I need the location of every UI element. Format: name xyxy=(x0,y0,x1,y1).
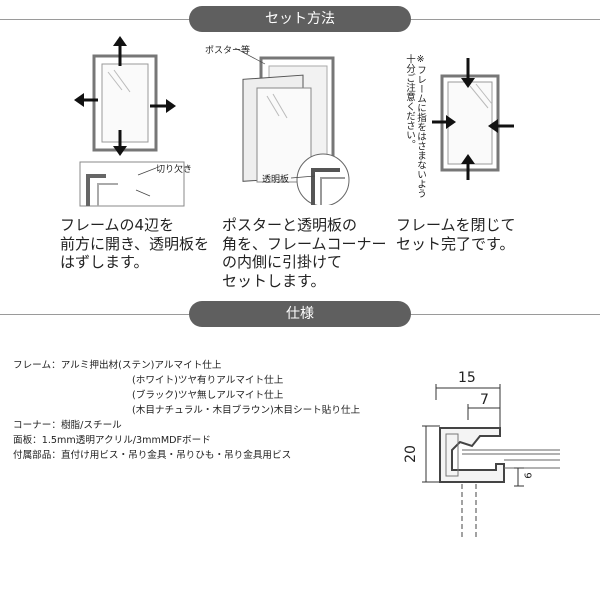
dim-height: 20 xyxy=(402,445,419,463)
profile-diagram: 15 7 20 6 xyxy=(400,370,580,545)
spec-corner: コーナー：樹脂/スチール xyxy=(13,420,122,431)
section-title-spec: 仕様 xyxy=(189,301,411,327)
spec-frame-row: フレーム：アルミ押出材(ステン)アルマイト仕上 xyxy=(13,358,360,373)
dim-width-outer: 15 xyxy=(458,370,476,386)
spec-list: フレーム：アルミ押出材(ステン)アルマイト仕上 (ホワイト)ツヤ有りアルマイト仕… xyxy=(13,358,360,463)
step3-illustration xyxy=(430,30,520,180)
spec-panel: 面板：1.5mm透明アクリル/3mmMDFボード xyxy=(13,435,211,446)
step1-illustration xyxy=(70,30,190,210)
spec-frame-4: (木目ナチュラル・木目ブラウン)木目シート貼り仕上 xyxy=(132,405,361,416)
clear-sheet-label: 透明板 xyxy=(262,175,290,185)
section-title-setup: セット方法 xyxy=(189,6,411,32)
notch-label: 切り欠き xyxy=(156,165,193,175)
spec-frame-3: (ブラック)ツヤ無しアルマイト仕上 xyxy=(132,390,284,401)
spec-frame-label: フレーム： xyxy=(13,360,61,371)
corner-zoom-icon xyxy=(290,153,350,207)
frame-poster-icon xyxy=(234,47,335,183)
dim-width-inner: 7 xyxy=(480,392,489,408)
caution-note-line1: ※フレームに指をはさまないよう xyxy=(415,54,426,198)
profile-drawing xyxy=(422,384,560,538)
spec-frame-2: (ホワイト)ツヤ有りアルマイト仕上 xyxy=(132,375,284,386)
step3-text: フレームを閉じて セット完了です。 xyxy=(396,216,516,253)
step2-illustration xyxy=(205,30,355,207)
step2-text: ポスターと透明板の 角を、フレームコーナー の内側に引掛けて セットします。 xyxy=(222,216,387,290)
dim-depth: 6 xyxy=(523,472,535,479)
caution-note-line2: 十分ご注意ください。 xyxy=(404,54,415,149)
step1-text: フレームの4辺を 前方に開き、透明板を はずします。 xyxy=(60,216,209,271)
poster-label: ポスター等 xyxy=(205,46,251,56)
spec-frame-1: アルミ押出材(ステン)アルマイト仕上 xyxy=(60,360,222,371)
closed-frame-icon xyxy=(432,58,514,180)
corner-detail-icon xyxy=(79,161,185,207)
caution-note: ※フレームに指をはさまないよう 十分ご注意ください。 xyxy=(404,54,426,204)
spec-accessories: 付属部品：直付け用ビス・吊り金具・吊りひも・吊り金具用ビス xyxy=(13,450,292,461)
open-frame-icon xyxy=(74,36,176,156)
